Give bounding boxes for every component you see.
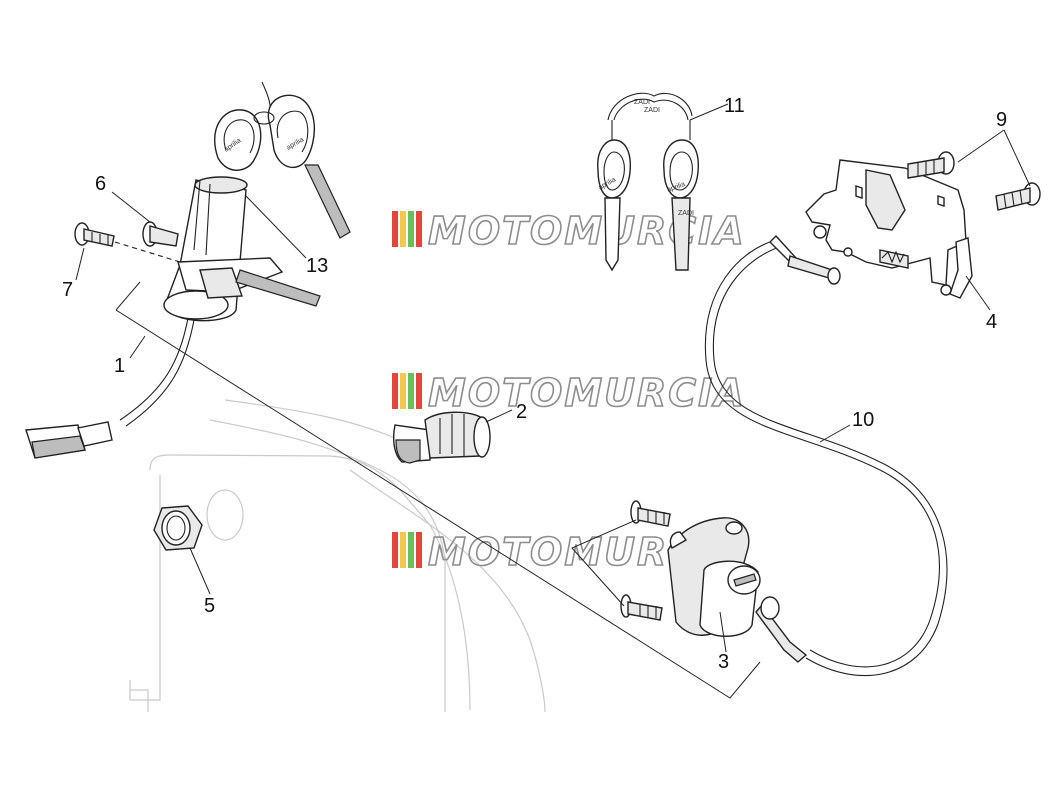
callout-13: 13 [306, 255, 328, 277]
watermark-text: MOTOMURCIA [428, 371, 746, 415]
screw-3a [630, 500, 671, 527]
seat-latch-4 [805, 159, 973, 299]
washer-6 [142, 221, 179, 247]
callout-11: 11 [724, 95, 745, 117]
lock-barrel-2 [393, 411, 491, 464]
callout-7: 7 [62, 279, 73, 301]
screw-9b [995, 182, 1041, 211]
seat-lock-3 [667, 517, 761, 637]
callout-6: 6 [95, 173, 106, 195]
ignition-switch-assembly: aprilia aprilia [25, 81, 351, 459]
callout-1: 1 [114, 355, 125, 377]
watermark-text: MOTOMURCIA [428, 209, 746, 253]
callout-9: 9 [996, 109, 1007, 131]
screw-3b [620, 594, 663, 621]
svg-text:ZADI: ZADI [678, 210, 694, 217]
callout-5: 5 [204, 595, 215, 617]
watermark-2: MOTOMURCIA [392, 370, 746, 416]
ignition-key-1: aprilia [213, 109, 262, 171]
body-frame-outline [129, 399, 546, 713]
screw-7 [74, 222, 115, 247]
callout-2: 2 [516, 401, 527, 423]
svg-text:ZADI: ZADI [644, 107, 660, 114]
callout-3: 3 [718, 651, 729, 673]
nut-5 [153, 505, 203, 551]
ignition-key-2: aprilia [267, 94, 351, 239]
key-set-11: ZADI ZADI aprilia aprilia ZADI [597, 92, 699, 272]
screw-9a [907, 151, 955, 179]
callout-4: 4 [986, 311, 997, 333]
callout-10: 10 [852, 409, 874, 431]
lock-cable-10 [704, 234, 948, 677]
svg-text:ZADI: ZADI [634, 99, 650, 106]
watermark-1: MOTOMURCIA [392, 208, 746, 254]
